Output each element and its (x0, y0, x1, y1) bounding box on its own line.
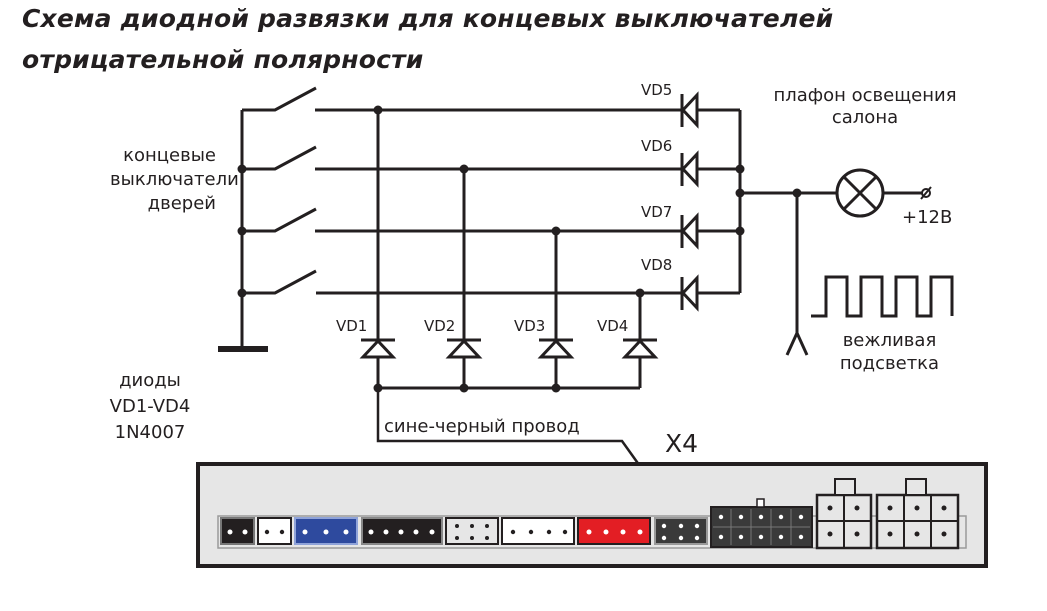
diodes-note: диоды VD1-VD4 1N4007 (95, 368, 205, 446)
lamp-label-line1: плафон освещения (773, 85, 957, 106)
lamp-label: плафон освещения салона (755, 85, 975, 129)
diodes-note-line1: диоды (119, 370, 181, 391)
label-vd2: VD2 (424, 317, 456, 335)
switches-label: концевые выключатели дверей (110, 144, 239, 216)
diodes-vd1-vd4 (359, 338, 659, 359)
diodes-vd5-vd8 (680, 91, 699, 312)
diode-vd8 (680, 274, 699, 312)
label-vd8: VD8 (641, 256, 673, 274)
label-vd4: VD4 (597, 317, 629, 335)
diode-vd4 (621, 338, 659, 359)
diagram-title-line2: отрицательной полярности (22, 45, 424, 74)
diodes-note-line3: 1N4007 (114, 422, 186, 443)
door-switches (242, 86, 317, 295)
label-vd3: VD3 (514, 317, 546, 335)
diode-vd3 (537, 338, 575, 359)
label-vd6: VD6 (641, 137, 673, 155)
label-vd5: VD5 (641, 81, 673, 99)
diode-vd6 (680, 150, 699, 188)
diode-vd1 (359, 338, 397, 359)
lamp-symbol (835, 168, 885, 218)
diode-vd7 (680, 212, 699, 250)
courtesy-label-line2: подсветка (839, 353, 940, 374)
label-vd1: VD1 (336, 317, 368, 335)
courtesy-label-line1: вежливая (842, 330, 937, 351)
label-vd7: VD7 (641, 203, 673, 221)
diagram-title-line1: Схема диодной развязки для концевых выкл… (22, 4, 834, 33)
switches-label-line1: концевые (123, 145, 216, 166)
switches-label-line2: выключатели (110, 169, 239, 190)
control-unit-connectors (196, 462, 988, 568)
lamp-label-line2: салона (831, 107, 899, 128)
pulse-waveform (811, 275, 954, 318)
plus12-label: +12В (902, 207, 953, 228)
connector-x4-label: X4 (665, 429, 699, 458)
switches-label-line3: дверей (147, 193, 216, 214)
wire-label: сине-черный провод (384, 416, 580, 437)
diode-vd2 (445, 338, 483, 359)
courtesy-label: вежливая подсветка (832, 329, 947, 375)
junction-dots (237, 105, 802, 393)
diode-vd5 (680, 91, 699, 129)
diodes-note-line2: VD1-VD4 (109, 396, 191, 417)
